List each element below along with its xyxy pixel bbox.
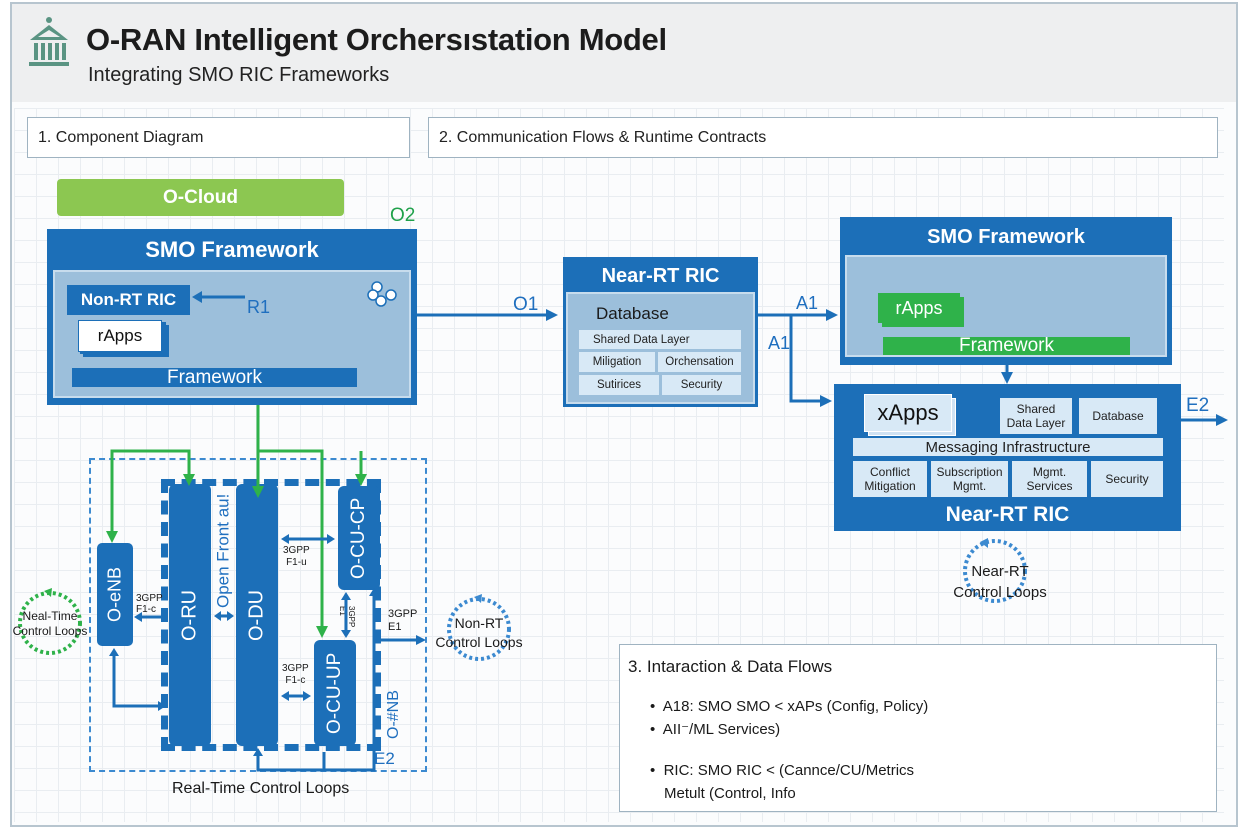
mgmt-services-cell: Mgmt. Services [1012, 461, 1087, 497]
section-component-diagram: 1. Component Diagram [27, 117, 410, 158]
messaging-infrastructure: Messaging Infrastructure [853, 438, 1163, 456]
o2-label: O2 [390, 205, 416, 226]
f1u-label: 3GPP F1-u [283, 545, 310, 569]
cluster-icon [367, 279, 401, 307]
security-cell: Security [662, 375, 741, 395]
framework-right-bar: Framework [883, 335, 1130, 356]
subscription-mgmt-cell: Subscription Mgmt. [931, 461, 1008, 497]
near-rt-loop-icon [960, 536, 1030, 606]
r1-label: R1 [247, 297, 271, 317]
f1c-left-line2: F1-c [136, 604, 156, 615]
near-rt-ric-big: xApps Shared Data Layer Database Messagi… [834, 384, 1181, 531]
database-label: Database [596, 304, 669, 323]
near-rt-loop-line2: Control Loops [953, 584, 1047, 601]
a1-top-label: A1 [796, 293, 819, 313]
ocloud-box: O-Cloud [57, 179, 344, 216]
subscription-mgmt-line1: Subscription [936, 465, 1003, 479]
conflict-mitigation-line2: Mitigation [864, 479, 916, 493]
near-rt-ric-small: Near-RT RIC Database Shared Data Layer M… [563, 257, 758, 407]
a1-side-label: A1 [768, 333, 791, 353]
near-rt-loop-line1: Near-RT [971, 563, 1029, 580]
shared-data-layer-line2: Data Layer [1006, 416, 1066, 430]
interaction-title: 3. Intaraction & Data Flows [628, 657, 833, 676]
real-time-loop-icon [13, 588, 87, 658]
non-rt-loop-line1: Non-RT [454, 615, 504, 631]
f1c-right-label: 3GPP F1-c [282, 663, 309, 687]
security-big-cell: Security [1091, 461, 1163, 497]
f1c-right-line2: F1-c [285, 675, 306, 686]
mitigation-cell: Miligation [579, 352, 655, 372]
institution-icon [26, 16, 72, 68]
header-bar [12, 4, 1236, 102]
shared-data-layer-cell: Shared Data Layer [579, 330, 741, 349]
real-time-caption: Real-Time Control Loops [172, 780, 350, 797]
bullet-text: AII⁻/ML Services) [662, 721, 781, 738]
f1c-left-line1: 3GPP [136, 593, 163, 604]
f1u-line1: 3GPP [283, 545, 310, 556]
bullet-text: A18: SMO SMO < xAPs (Config, Policy) [662, 698, 929, 715]
conflict-mitigation-cell: Conflict Mitigation [853, 461, 927, 497]
e2-right-label: E2 [1186, 395, 1210, 416]
real-time-loop-line1: Neal-Time [22, 609, 78, 623]
non-rt-loop-icon [444, 594, 514, 664]
framework-bar: Framework [72, 367, 357, 388]
f1c-left-label: 3GPP F1-c [136, 593, 163, 615]
rapps-right-box: rApps [878, 293, 960, 323]
shared-data-layer-big: Shared Data Layer [1000, 398, 1072, 434]
e2-bottom-label: E2 [374, 749, 395, 768]
e1-out-line2: E1 [388, 621, 402, 633]
shared-data-layer-line1: Shared [1016, 402, 1056, 416]
services-cell: Sutirices [579, 375, 659, 395]
f1c-right-line1: 3GPP [282, 663, 309, 674]
conflict-mitigation-line1: Conflict [869, 465, 910, 479]
smo-framework-right: SMO Framework rApps Framework [840, 217, 1172, 365]
subscription-mgmt-line2: Mgmt. [952, 479, 987, 493]
xapps-box: xApps [864, 394, 952, 432]
f1u-line2: F1-u [286, 557, 307, 568]
o-gnb-boundary [161, 479, 381, 751]
orchestration-cell: Orchensation [658, 352, 741, 372]
page-title: O-RAN Intelligent Orchersıstation Model [86, 22, 667, 57]
bullet-item: • A18: SMO SMO < xAPs (Config, Policy) [650, 698, 929, 715]
non-rt-ric-box: Non-RT RIC [67, 285, 190, 315]
bullet-item: • RIC: SMO RIC < (Cannce/CU/Metrics [650, 762, 915, 779]
database-big: Database [1079, 398, 1157, 434]
non-rt-loop-line2: Control Loops [435, 634, 523, 650]
smo-right-title: SMO Framework [927, 225, 1085, 248]
real-time-loop-label: Neal-Time Control Loops [10, 609, 90, 639]
near-rt-loop-label: Near-RT Control Loops [940, 561, 1060, 603]
mgmt-services-line1: Mgmt. [1032, 465, 1067, 479]
smo-framework-left: SMO Framework Non-RT RIC R1 rApps Framew… [47, 229, 417, 405]
real-time-loop-line2: Control Loops [12, 624, 88, 638]
interaction-panel: 3. Intaraction & Data Flows • A18: SMO S… [619, 644, 1217, 812]
page-subtitle: Integrating SMO RIC Frameworks [88, 64, 390, 86]
bullet-continuation: Metult (Control, Info [664, 785, 796, 802]
near-rt-ric-big-title: Near-RT RIC [945, 503, 1070, 526]
interaction-bullets: • A18: SMO SMO < xAPs (Config, Policy) •… [650, 695, 928, 805]
non-rt-loop-label: Non-RT Control Loops [428, 614, 530, 652]
smo-title: SMO Framework [145, 237, 319, 262]
section-communication-flows: 2. Communication Flows & Runtime Contrac… [428, 117, 1218, 158]
bullet-item: • AII⁻/ML Services) [650, 721, 781, 738]
e1-out-line1: 3GPP [388, 608, 418, 620]
near-rt-ric-small-title: Near-RT RIC [601, 264, 720, 287]
o1-label: O1 [513, 294, 539, 315]
bullet-text: RIC: SMO RIC < (Cannce/CU/Metrics [663, 762, 915, 779]
rapps-box: rApps [78, 320, 162, 352]
e1-out-label: 3GPP E1 [388, 608, 417, 634]
mgmt-services-line2: Services [1026, 479, 1073, 493]
